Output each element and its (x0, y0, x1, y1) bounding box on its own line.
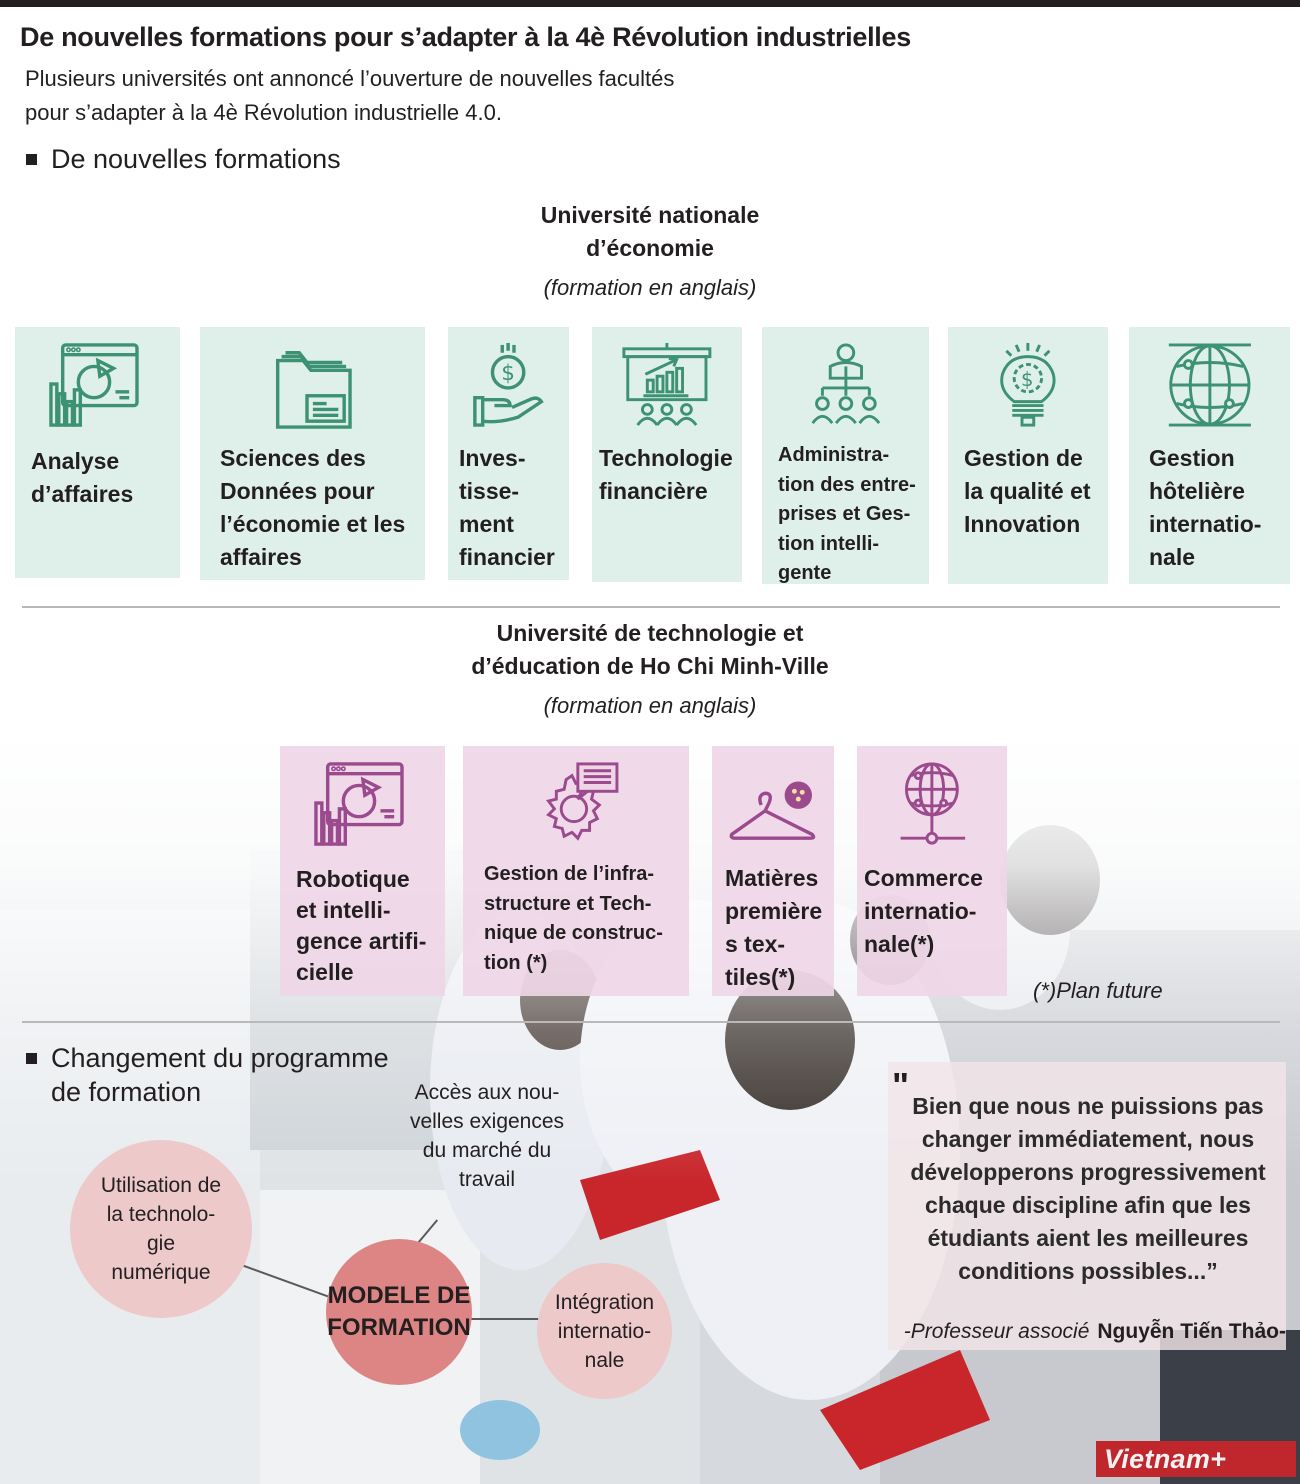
hand-coin-icon: $ (448, 341, 569, 431)
university2-name-line2: d’éducation de Ho Chi Minh-Ville (471, 653, 829, 679)
program-label: Administra-tion des entre-prises et Ges-… (778, 444, 916, 584)
hanger-button-icon (712, 760, 834, 850)
university2-note: (formation en anglais) (543, 693, 757, 718)
square-bullet-icon (26, 1053, 37, 1064)
university2-heading: Université de technologie et d’éducation… (0, 617, 1300, 719)
section-divider (22, 1021, 1280, 1023)
program-label: Gestion de l’infra-structure et Tech-niq… (484, 863, 663, 974)
page-title: De nouvelles formations pour s’adapter à… (20, 22, 911, 52)
top-bar (0, 0, 1300, 7)
square-bullet-icon (26, 153, 37, 165)
data-folder-icon (200, 341, 425, 431)
future-plan-footnote: (*)Plan future (1033, 978, 1163, 1003)
subtitle-line-2: pour s’adapter à la 4è Révolution indust… (25, 100, 502, 125)
analytics-dashboard-icon (280, 760, 445, 850)
author-name: Nguyễn Tiến Thảo- (1097, 1320, 1286, 1343)
subtitle-line-1: Plusieurs universités ont annoncé l’ouve… (25, 66, 675, 91)
logo-text: Vietnam+ (1104, 1443, 1227, 1474)
university1-name-line1: Université nationale (540, 202, 760, 228)
svg-text:$: $ (502, 361, 516, 386)
author-role: -Professeur associé (903, 1320, 1090, 1343)
analytics-dashboard-icon (15, 341, 180, 431)
quote-author: -Professeur associé Nguyễn Tiến Thảo- (884, 1320, 1286, 1344)
globe-network-icon (1129, 341, 1290, 431)
org-chart-icon (762, 341, 929, 431)
section-heading: De nouvelles formations (51, 144, 341, 174)
globe-node-icon (857, 760, 1007, 850)
university1-name-line2: d’économie (586, 235, 714, 261)
university2-name-line1: Université de technologie et (496, 620, 804, 646)
gear-chat-icon (463, 760, 689, 850)
quote-mark-icon: " (892, 1065, 910, 1106)
connector-line (470, 1318, 542, 1320)
page-subtitle: Plusieurs universités ont annoncé l’ouve… (25, 62, 674, 130)
program-tile-business-administration: Administra-tion des entre-prises et Ges-… (762, 327, 929, 584)
section-new-programs: De nouvelles formations (26, 142, 341, 176)
svg-text:$: $ (1021, 368, 1033, 391)
section-divider (22, 606, 1280, 608)
section-heading: Changement du programme de formation (51, 1043, 389, 1107)
university1-heading: Université nationale d’économie (formati… (0, 199, 1300, 301)
lightbulb-gear-icon: $ (948, 341, 1108, 431)
vietnamplus-logo: Vietnam+ (1096, 1441, 1296, 1477)
university1-note: (formation en anglais) (543, 275, 757, 300)
section-curriculum-change: Changement du programme de formation (26, 1041, 389, 1109)
program-tile-infrastructure: Gestion de l’infra-structure et Tech-niq… (463, 746, 689, 996)
presentation-board-icon (592, 341, 742, 431)
